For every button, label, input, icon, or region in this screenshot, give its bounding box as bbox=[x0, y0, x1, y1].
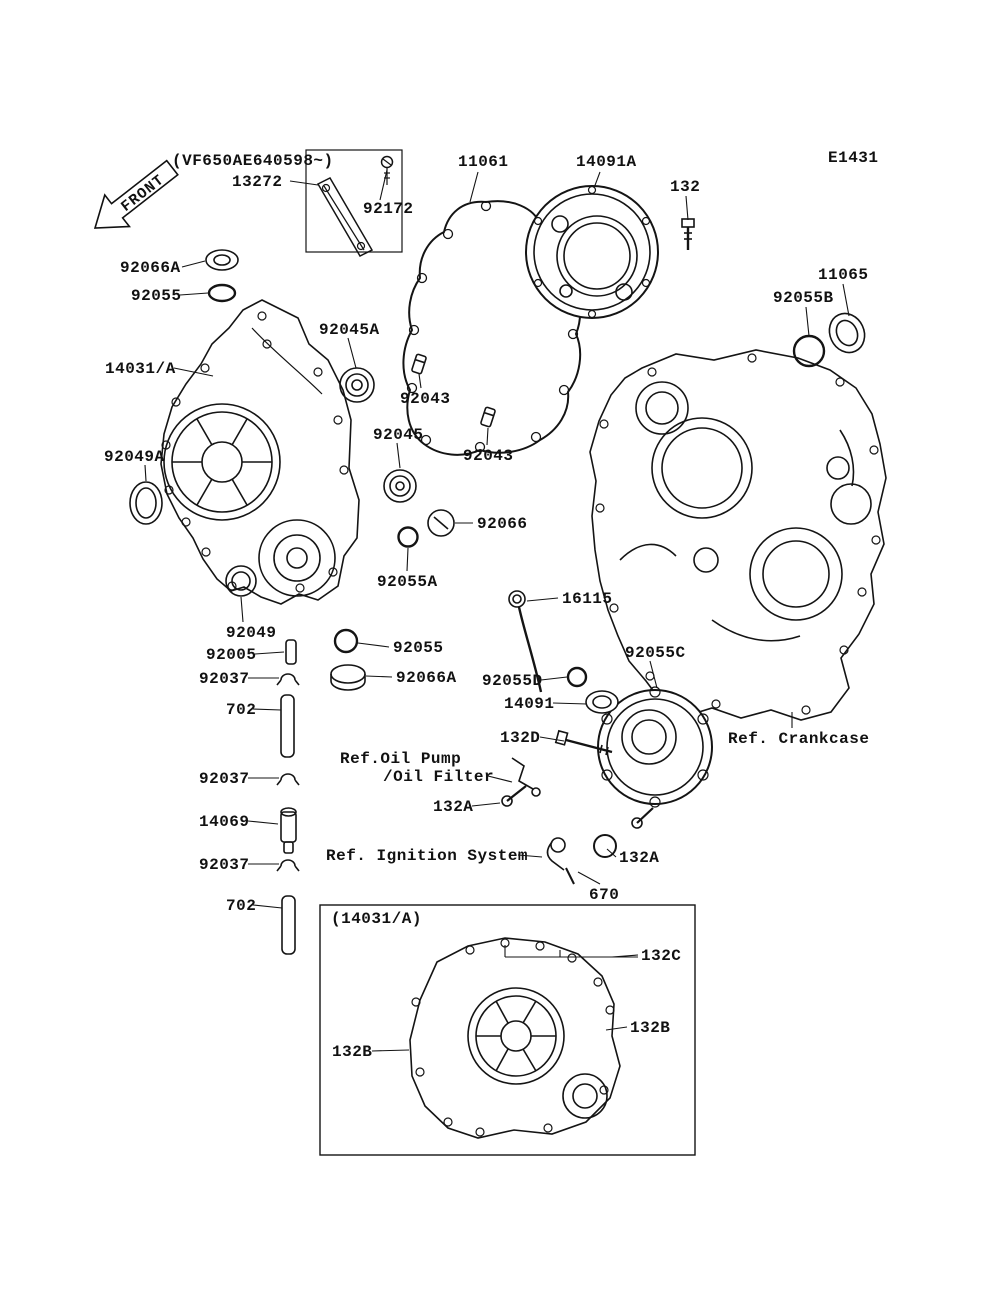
part-label-92037-1: 92037 bbox=[199, 670, 250, 688]
cap-92066a-b bbox=[330, 664, 366, 691]
part-label-14069: 14069 bbox=[199, 813, 250, 831]
part-label-16115: 16115 bbox=[562, 590, 613, 608]
dipstick-16115 bbox=[508, 590, 543, 693]
part-label-92045a: 92045A bbox=[319, 321, 380, 339]
oring-92055 bbox=[207, 283, 237, 303]
bearing-92045 bbox=[383, 469, 417, 503]
part-label-132: 132 bbox=[670, 178, 701, 196]
ref-oil-pump-label: Ref.Oil Pump bbox=[340, 750, 462, 768]
part-label-702-2: 702 bbox=[226, 897, 257, 915]
oil-pump-cover-drawing bbox=[585, 686, 713, 808]
part-label-92055a: 92055A bbox=[377, 573, 438, 591]
oil-pump-bracket bbox=[511, 757, 541, 797]
bolt-132a-right bbox=[631, 807, 654, 829]
part-label-92037-3: 92037 bbox=[199, 856, 250, 874]
part-label-92043-1: 92043 bbox=[400, 390, 451, 408]
washer-92066a bbox=[205, 249, 239, 271]
crankcase-drawing bbox=[589, 349, 887, 721]
seal-92049a bbox=[129, 481, 163, 525]
part-label-132b-1: 132B bbox=[630, 1019, 671, 1037]
part-label-132a-2: 132A bbox=[619, 849, 660, 867]
part-label-92055-1: 92055 bbox=[131, 287, 182, 305]
small-parts bbox=[129, 249, 866, 955]
inset-title: (14031/A) bbox=[331, 910, 422, 928]
part-label-92055b: 92055B bbox=[773, 289, 834, 307]
bracket-callout-box bbox=[305, 149, 403, 257]
part-label-92055d: 92055D bbox=[482, 672, 543, 690]
clamp-92037-b bbox=[276, 773, 300, 786]
pin-92005 bbox=[285, 639, 297, 665]
part-label-92172: 92172 bbox=[363, 200, 414, 218]
part-label-92066a-2: 92066A bbox=[396, 669, 457, 687]
part-label-92005: 92005 bbox=[206, 646, 257, 664]
part-label-14091a: 14091A bbox=[576, 153, 637, 171]
part-label-92066: 92066 bbox=[477, 515, 528, 533]
part-label-132a-1: 132A bbox=[433, 798, 474, 816]
oring-670 bbox=[593, 834, 617, 858]
oring-92055-b bbox=[333, 628, 359, 654]
dowel-92043-a bbox=[411, 353, 427, 375]
part-label-92037-2: 92037 bbox=[199, 770, 250, 788]
clamp-92037-a bbox=[276, 673, 300, 686]
bolt-132d bbox=[554, 729, 613, 756]
part-label-92045: 92045 bbox=[373, 426, 424, 444]
pipe-702-b bbox=[281, 895, 296, 955]
inset-cover-drawing bbox=[409, 937, 638, 1139]
part-label-92055c: 92055C bbox=[625, 644, 686, 662]
part-label-92049: 92049 bbox=[226, 624, 277, 642]
part-label-92049a: 92049A bbox=[104, 448, 165, 466]
part-label-132c: 132C bbox=[641, 947, 682, 965]
dowel-92043-b bbox=[480, 406, 496, 428]
fitting-670 bbox=[546, 837, 575, 885]
cap-11065 bbox=[828, 312, 866, 354]
inset-box bbox=[319, 904, 696, 1156]
front-arrow: FRONT bbox=[93, 159, 179, 229]
part-label-vin-note: (VF650AE640598~) bbox=[172, 152, 334, 170]
part-label-11065: 11065 bbox=[818, 266, 869, 284]
part-label-92043-2: 92043 bbox=[463, 447, 514, 465]
part-label-14091: 14091 bbox=[504, 695, 555, 713]
part-label-670: 670 bbox=[589, 886, 620, 904]
part-label-132d: 132D bbox=[500, 729, 541, 747]
bolt-132a-left bbox=[501, 785, 527, 807]
part-label-14031a: 14031/A bbox=[105, 360, 176, 378]
leader-lines bbox=[144, 169, 850, 1052]
part-label-702-1: 702 bbox=[226, 701, 257, 719]
ref-oil-filter-label: /Oil Filter bbox=[383, 768, 495, 786]
part-label-132b-2: 132B bbox=[332, 1043, 373, 1061]
plug-92066 bbox=[427, 509, 455, 537]
part-label-11061: 11061 bbox=[458, 153, 509, 171]
bearing-92045a bbox=[339, 367, 375, 403]
part-label-92066a-1: 92066A bbox=[120, 259, 181, 277]
clamp-92037-c bbox=[276, 859, 300, 872]
ref-ignition-label: Ref. Ignition System bbox=[326, 847, 529, 865]
part-label-92055-2: 92055 bbox=[393, 639, 444, 657]
part-label-13272: 13272 bbox=[232, 173, 283, 191]
joint-14069 bbox=[280, 807, 297, 854]
oring-92055d bbox=[566, 666, 588, 688]
bolt-132 bbox=[681, 218, 695, 250]
oring-92055a bbox=[397, 526, 419, 548]
ref-crankcase-label: Ref. Crankcase bbox=[728, 730, 870, 748]
pipe-702-a bbox=[280, 694, 295, 758]
diagram-code: E1431 bbox=[828, 149, 879, 167]
cover-plate-drawing bbox=[525, 185, 695, 319]
left-cover-drawing bbox=[160, 299, 360, 605]
